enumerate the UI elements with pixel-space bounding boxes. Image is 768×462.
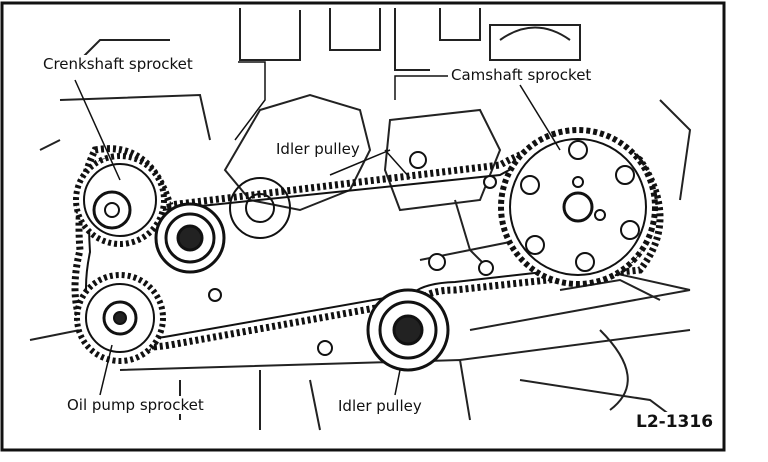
belt-inner-edge — [85, 150, 651, 340]
tensioner-housing — [229, 177, 291, 239]
label-idler-pulley-lower: Idler pulley — [335, 397, 425, 415]
idler-pulley-upper — [154, 202, 226, 274]
leader-lines — [74, 61, 561, 396]
figure-code: L2-1316 — [632, 412, 718, 432]
label-crankshaft-sprocket: Crenkshaft sprocket — [40, 55, 196, 73]
idler-pulley-lower — [366, 288, 450, 372]
bolts — [208, 151, 497, 356]
oil-pump-sprocket — [74, 272, 166, 364]
crankshaft-sprocket — [73, 153, 167, 247]
camshaft-sprocket — [498, 127, 658, 287]
label-idler-pulley-upper: Idler pulley — [273, 140, 363, 158]
label-oil-pump-sprocket: Oil pump sprocket — [64, 396, 207, 414]
label-camshaft-sprocket: Camshaft sprocket — [448, 66, 595, 84]
figure-border — [0, 1, 726, 452]
timing-belt — [71, 137, 664, 351]
